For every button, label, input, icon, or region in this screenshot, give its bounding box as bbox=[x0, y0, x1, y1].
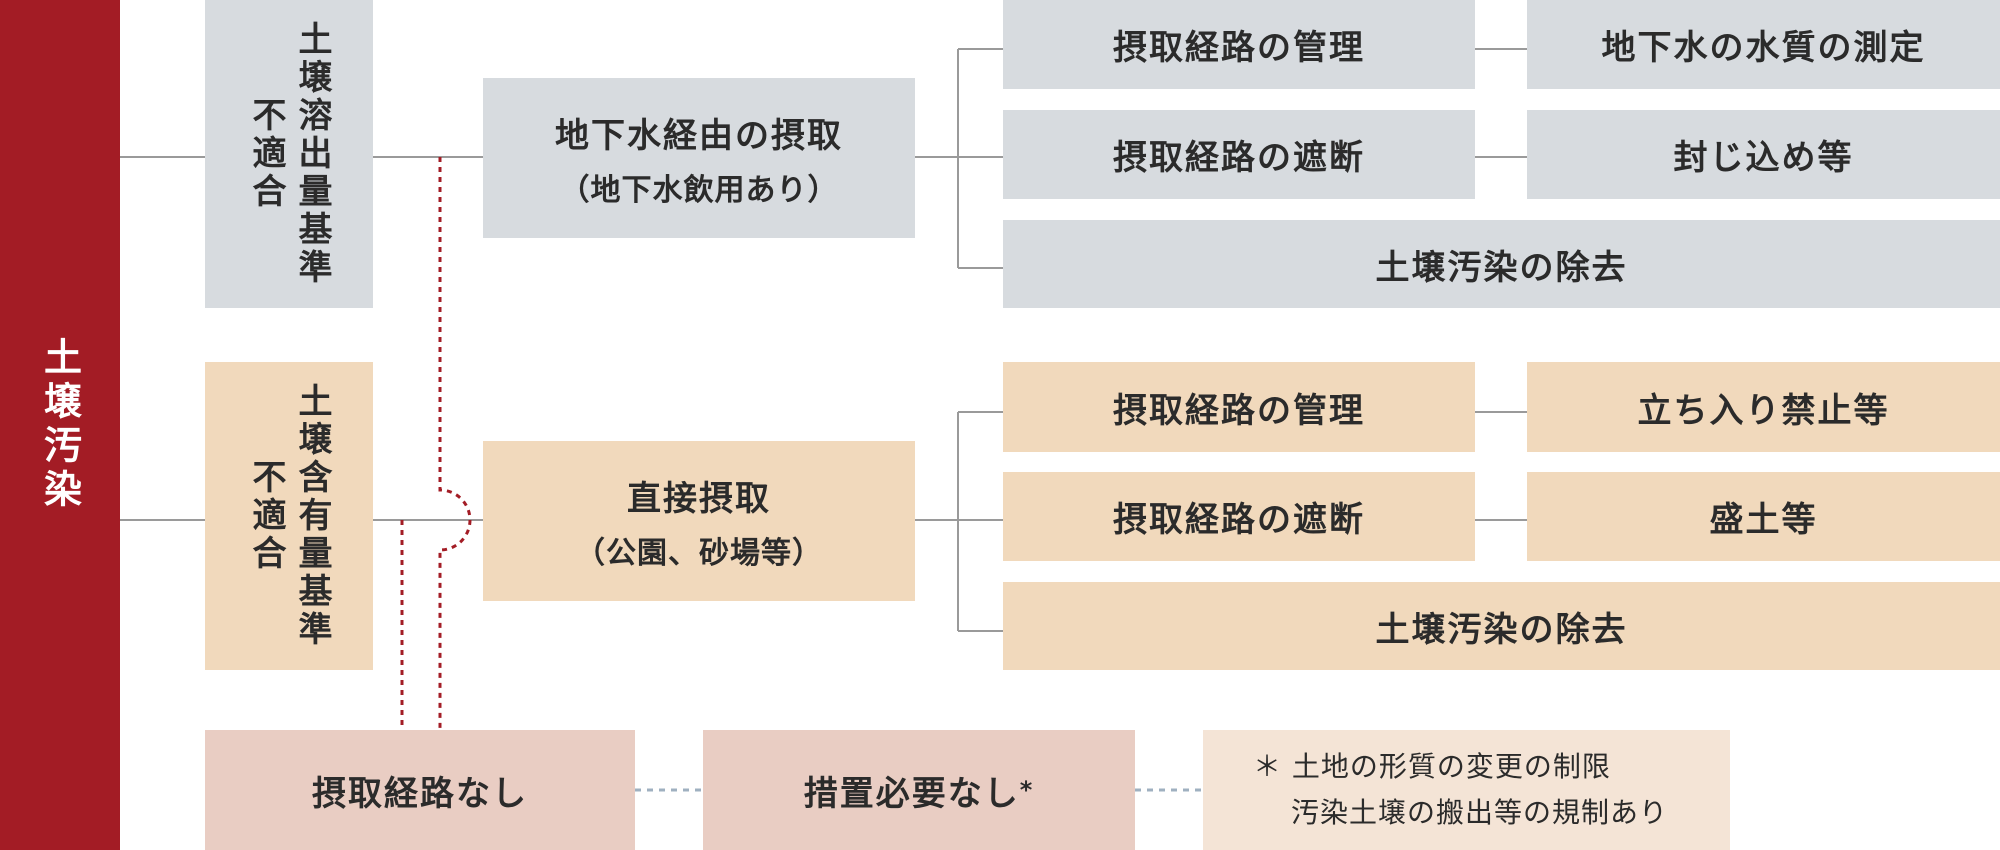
bottom-manage-label: 摂取経路の管理 bbox=[1113, 390, 1365, 431]
bottom-block-detail-box: 盛土等 bbox=[1527, 472, 2000, 561]
note-line1: ＊ 土地の形質の変更の制限 bbox=[1253, 750, 1611, 783]
bottom-remove-label: 土壌汚染の除去 bbox=[1375, 609, 1628, 650]
bottom-manage-box: 摂取経路の管理 bbox=[1003, 362, 1475, 452]
category-leaching-line2: 不適合 bbox=[246, 97, 286, 211]
category-content-line2: 不適合 bbox=[246, 459, 286, 573]
top-manage-box: 摂取経路の管理 bbox=[1003, 0, 1475, 89]
route-direct-sub: （公園、砂場等） bbox=[575, 535, 823, 571]
no-route-label: 摂取経路なし bbox=[312, 773, 528, 814]
route-groundwater-sub: （地下水飲用あり） bbox=[559, 172, 839, 208]
category-leaching-box: 土壌溶出量基準 不適合 bbox=[205, 0, 373, 308]
asterisk-mark: * bbox=[1019, 776, 1035, 804]
bottom-manage-detail-box: 立ち入り禁止等 bbox=[1527, 362, 2000, 452]
category-leaching-line1: 土壌溶出量基準 bbox=[292, 21, 332, 287]
route-groundwater-title: 地下水経由の摂取 bbox=[555, 115, 843, 156]
bottom-block-label: 摂取経路の遮断 bbox=[1113, 500, 1365, 540]
note-line2: 汚染土壌の搬出等の規制あり bbox=[1291, 796, 1669, 829]
top-block-label: 摂取経路の遮断 bbox=[1113, 138, 1365, 178]
route-groundwater-box: 地下水経由の摂取 （地下水飲用あり） bbox=[483, 78, 915, 238]
route-direct-title: 直接摂取 bbox=[627, 478, 771, 519]
sidebar-label: 土壌汚染 bbox=[37, 337, 82, 513]
route-direct-box: 直接摂取 （公園、砂場等） bbox=[483, 441, 915, 601]
top-manage-detail-box: 地下水の水質の測定 bbox=[1527, 0, 2000, 89]
top-remove-label: 土壌汚染の除去 bbox=[1375, 247, 1628, 288]
top-remove-box: 土壌汚染の除去 bbox=[1003, 220, 2000, 308]
bottom-block-box: 摂取経路の遮断 bbox=[1003, 472, 1475, 561]
no-measure-box: 措置必要なし* bbox=[703, 730, 1135, 850]
top-block-box: 摂取経路の遮断 bbox=[1003, 110, 1475, 199]
sidebar-soil-contamination: 土壌汚染 bbox=[0, 0, 120, 850]
category-content-box: 土壌含有量基準 不適合 bbox=[205, 362, 373, 670]
dotted-leaching-no-route bbox=[438, 157, 472, 730]
bottom-block-detail-label: 盛土等 bbox=[1709, 500, 1818, 540]
bottom-remove-box: 土壌汚染の除去 bbox=[1003, 582, 2000, 670]
note-box: ＊ 土地の形質の変更の制限 汚染土壌の搬出等の規制あり bbox=[1203, 730, 1730, 850]
no-measure-label: 措置必要なし bbox=[803, 773, 1020, 814]
top-block-detail-box: 封じ込め等 bbox=[1527, 110, 2000, 199]
category-content-line1: 土壌含有量基準 bbox=[292, 383, 332, 649]
top-manage-detail-label: 地下水の水質の測定 bbox=[1601, 28, 1926, 68]
bottom-manage-detail-label: 立ち入り禁止等 bbox=[1637, 390, 1890, 431]
no-route-box: 摂取経路なし bbox=[205, 730, 635, 850]
top-block-detail-label: 封じ込め等 bbox=[1673, 138, 1854, 178]
top-manage-label: 摂取経路の管理 bbox=[1113, 28, 1365, 68]
